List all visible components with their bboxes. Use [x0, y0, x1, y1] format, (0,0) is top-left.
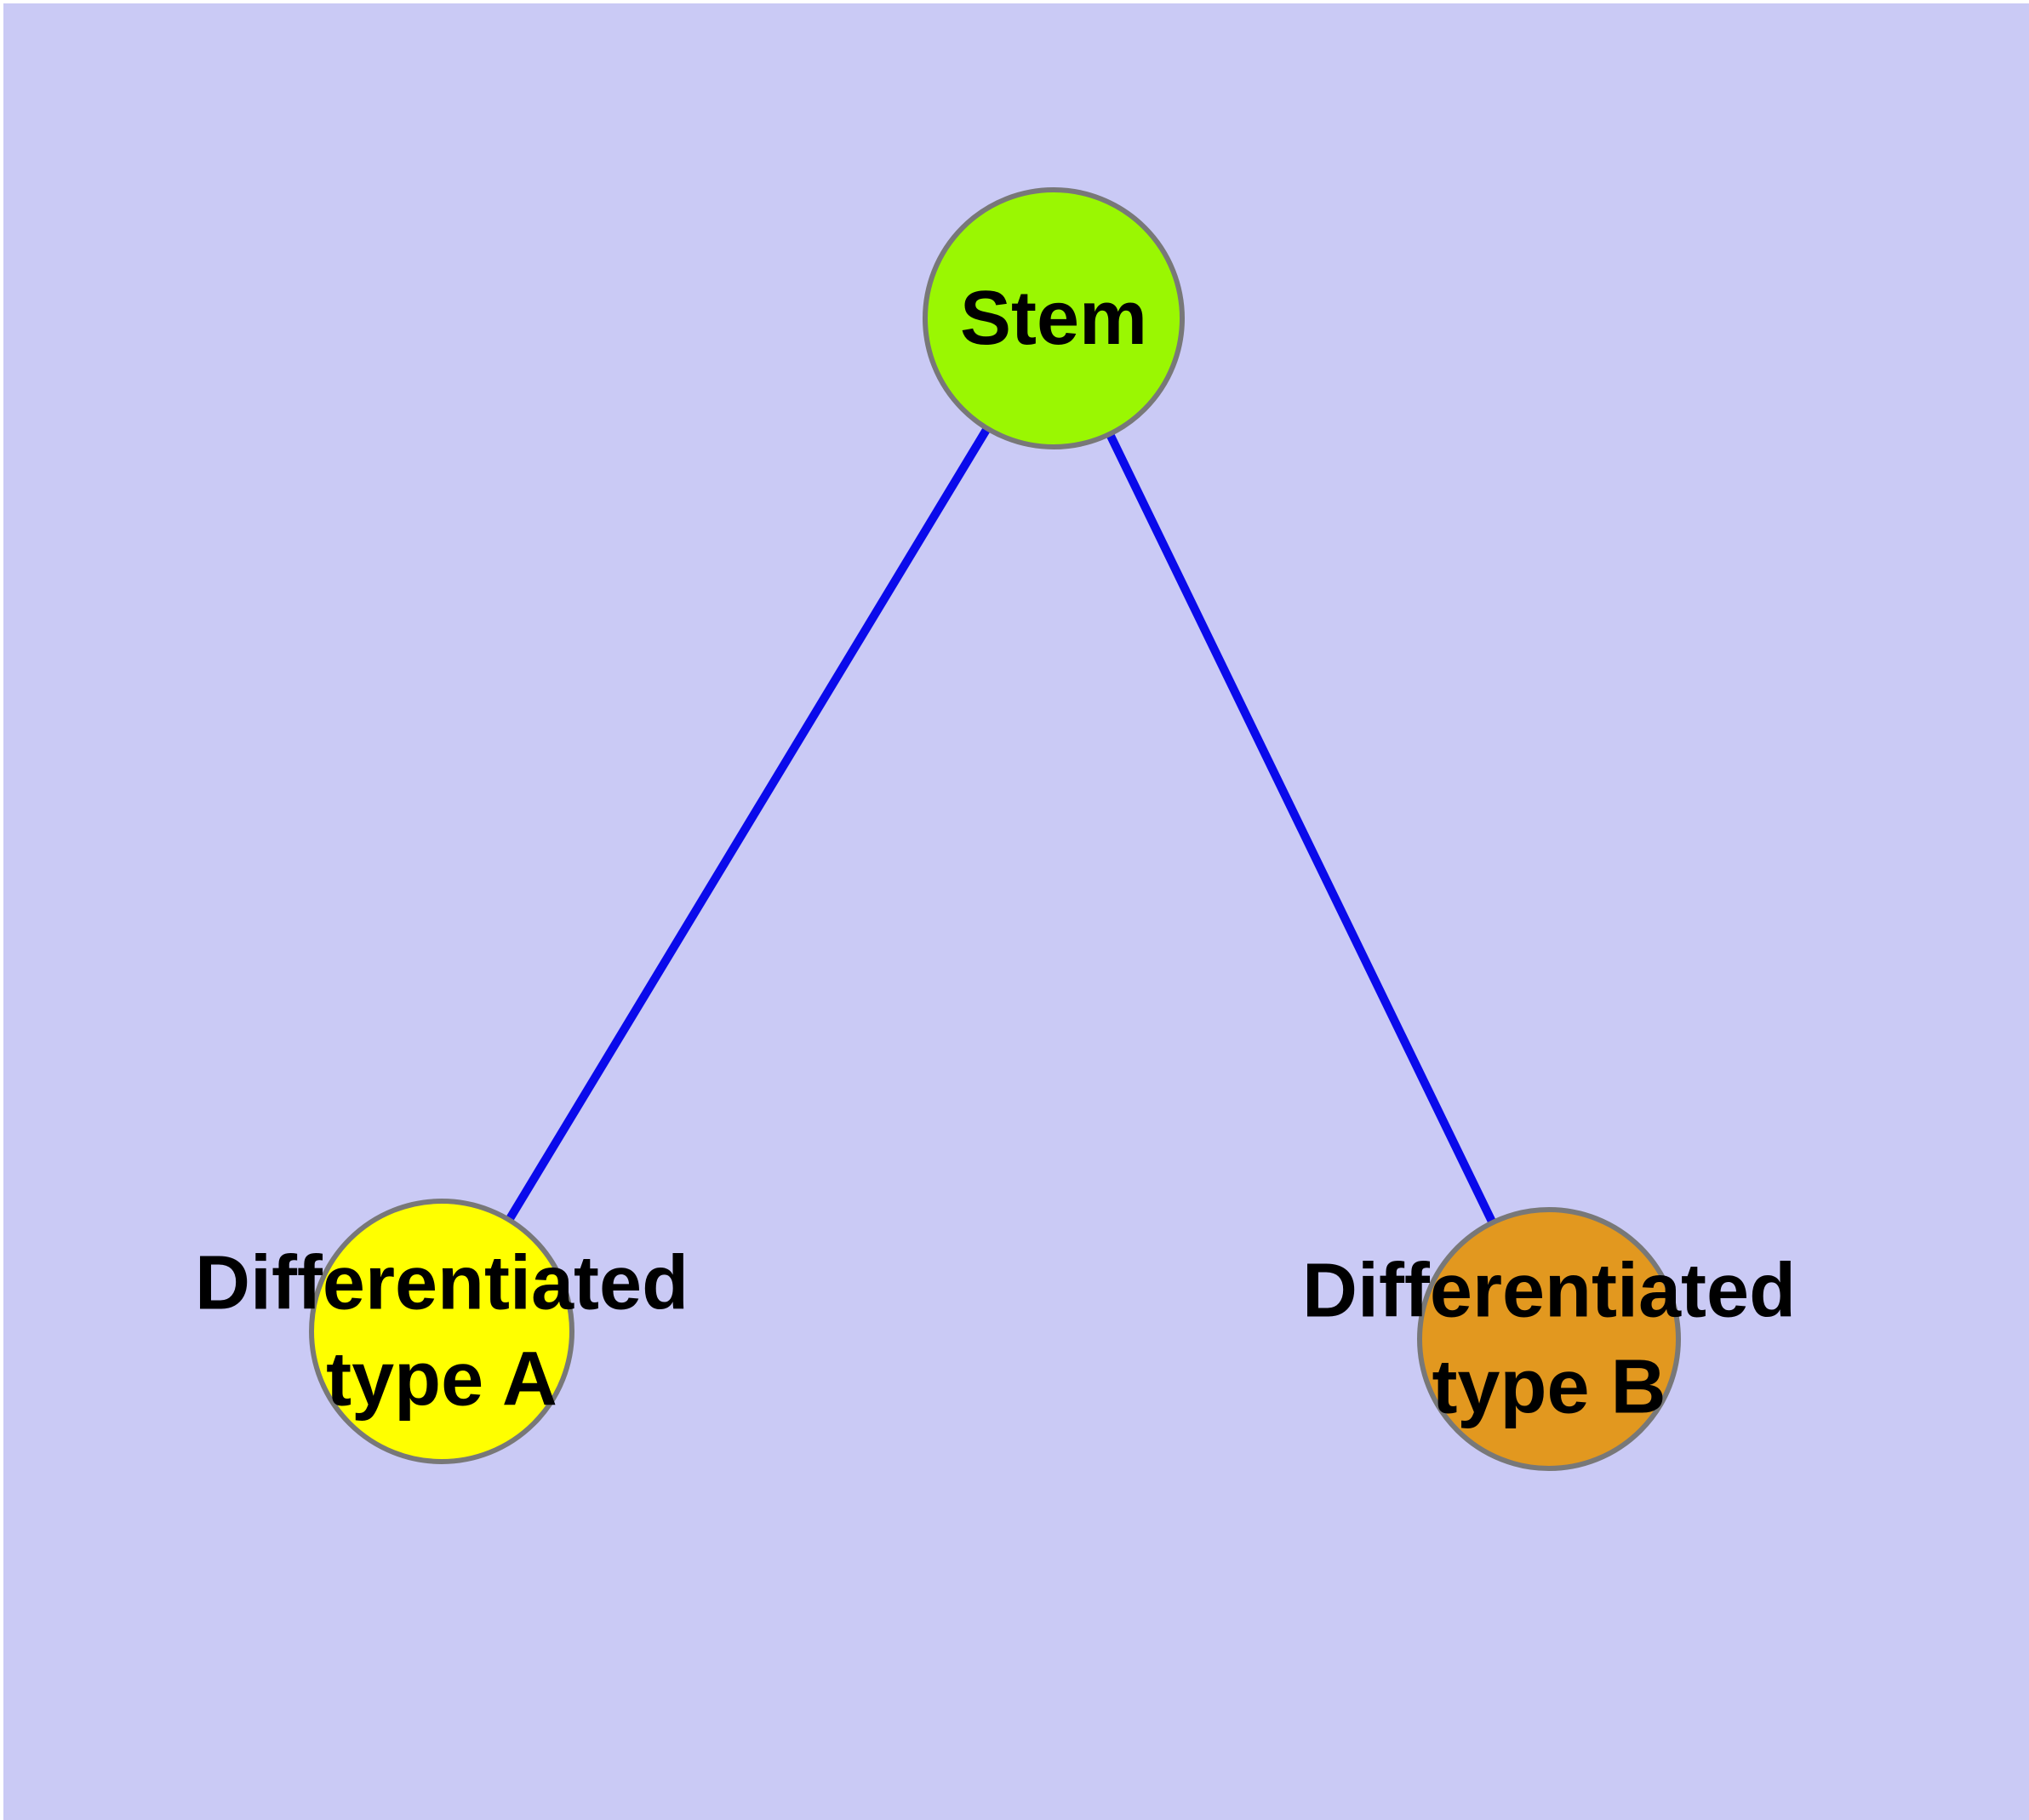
edge-stem-type-a: [437, 316, 1058, 1334]
edge-stem-type-b: [1049, 316, 1553, 1342]
node-stem: [923, 187, 1185, 449]
node-type-b: [1417, 1207, 1681, 1471]
node-type-a: [309, 1199, 574, 1464]
